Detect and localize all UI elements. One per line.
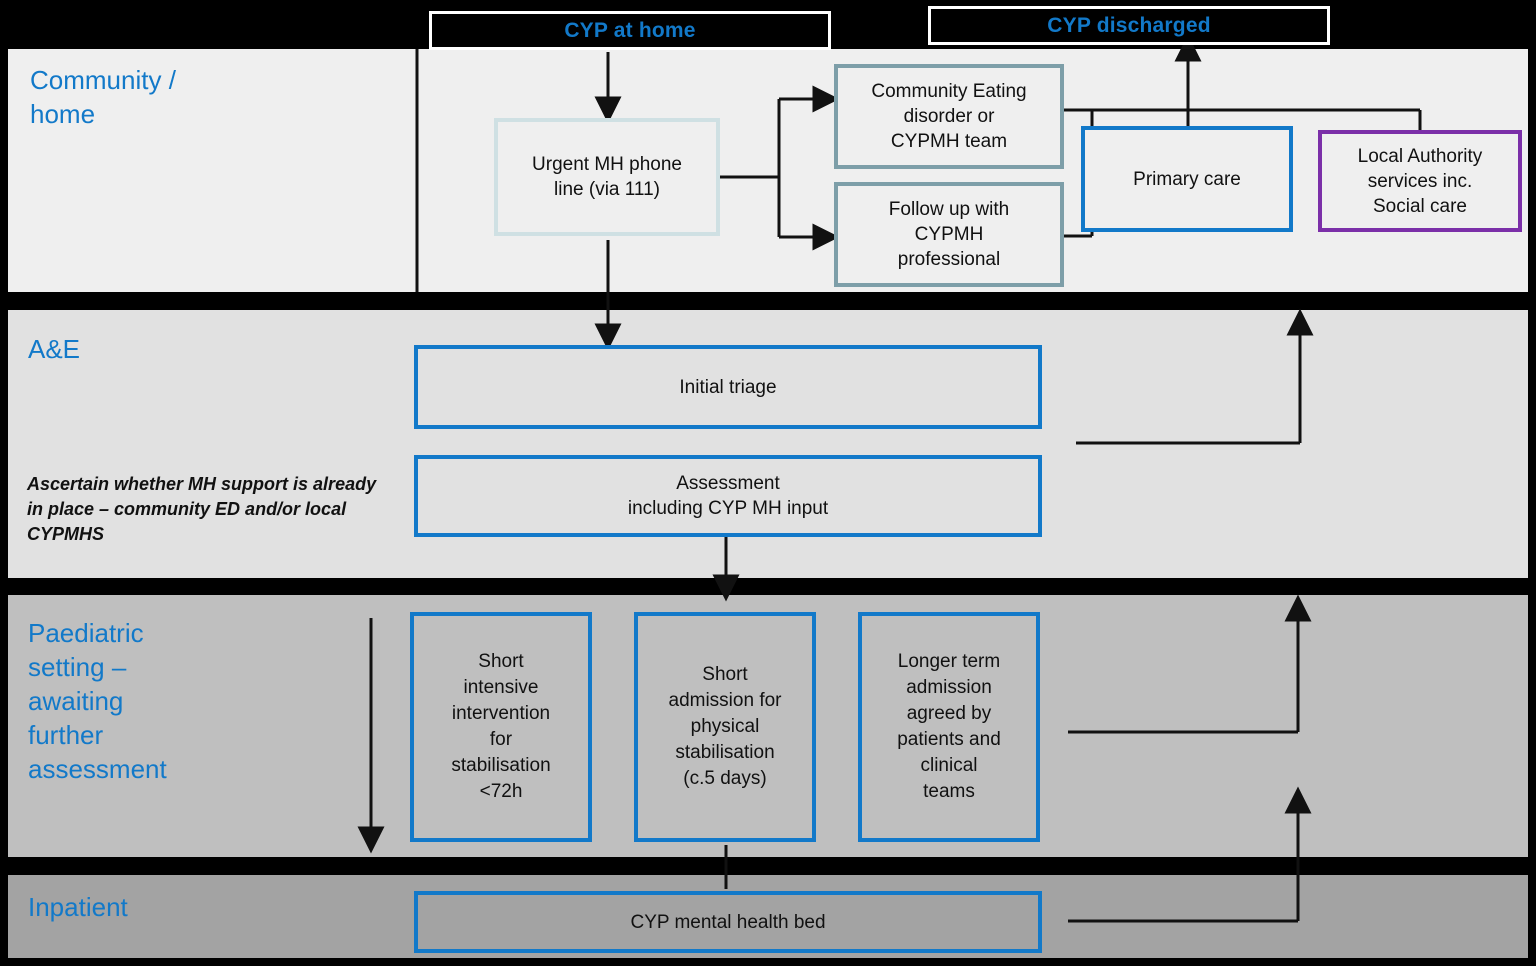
header-tab-cyp-discharged[interactable]: CYP discharged: [928, 6, 1330, 45]
band-community: [8, 49, 1528, 292]
ae-note-text: Ascertain whether MH support is already …: [27, 474, 377, 544]
node-primary-care[interactable]: Primary care: [1081, 126, 1293, 232]
header-tab-cyp-at-home[interactable]: CYP at home: [429, 11, 831, 50]
band-label-paediatric: Paediatric setting – awaiting further as…: [28, 618, 167, 784]
band-label-inpatient: Inpatient: [28, 892, 128, 922]
node-initial-triage[interactable]: Initial triage: [414, 345, 1042, 429]
node-cyp-mental-health-bed[interactable]: CYP mental health bed: [414, 891, 1042, 953]
band-label-ae: A&E: [28, 334, 81, 364]
band-label-community: Community /home: [30, 65, 176, 129]
